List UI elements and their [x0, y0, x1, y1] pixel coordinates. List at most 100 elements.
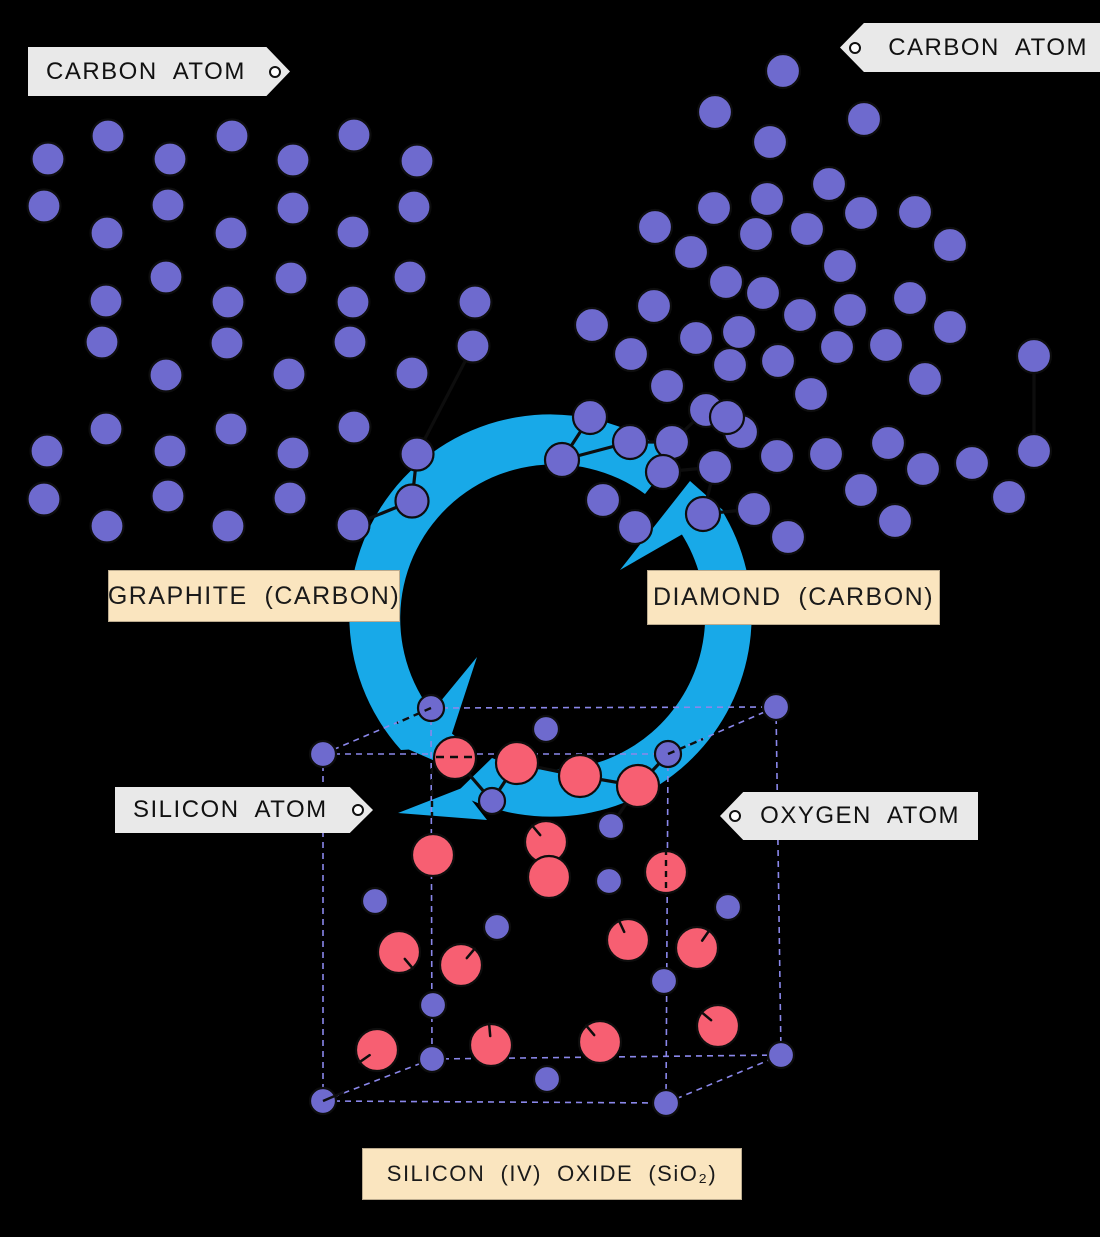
- carbon-atom: [842, 471, 880, 509]
- carbon-atom: [210, 284, 246, 320]
- carbon-atom: [896, 193, 934, 231]
- carbon-atom: [29, 433, 65, 469]
- oxygen-atom: [482, 912, 512, 942]
- unit-cell-edge: [322, 1058, 433, 1102]
- unit-cell-edge: [775, 706, 782, 1056]
- carbon-atom: [152, 433, 188, 469]
- carbon-atom: [635, 287, 673, 325]
- oxygen-atom: [417, 1044, 447, 1074]
- bond-stub: [530, 824, 542, 837]
- carbon-atom: [711, 346, 749, 384]
- carbon-atom: [394, 483, 430, 519]
- cycle-arrow-arc: [349, 414, 674, 750]
- carbon-atom: [735, 490, 773, 528]
- carbon-atom: [209, 325, 245, 361]
- carbon-atom: [696, 448, 734, 486]
- carbon-atom: [831, 291, 869, 329]
- carbon-atom: [696, 93, 734, 131]
- carbon-atom: [821, 247, 859, 285]
- carbon-atom: [751, 123, 789, 161]
- carbon-atom: [392, 259, 428, 295]
- carbon-atom: [842, 194, 880, 232]
- carbon-atom: [931, 226, 969, 264]
- carbon-atom: [332, 324, 368, 360]
- carbon-atom: [26, 481, 62, 517]
- carbon-atom-tag-left: CARBON ATOM: [28, 47, 290, 96]
- carbon-atom: [275, 190, 311, 226]
- edge-overlays: [322, 706, 713, 1103]
- carbon-atom: [708, 398, 746, 436]
- carbon-atom: [336, 117, 372, 153]
- covalent-bond: [415, 344, 475, 456]
- carbon-atom: [394, 355, 430, 391]
- oxygen-atom: [532, 1064, 562, 1094]
- silicon-atom: [468, 1022, 514, 1068]
- silicon-atom: [410, 832, 456, 878]
- atoms: [26, 52, 1053, 1118]
- cycle-arrowhead-icon: [398, 788, 487, 820]
- silicon-atom: [526, 854, 572, 900]
- oxygen-atom: [713, 892, 743, 922]
- carbon-atom: [335, 507, 371, 543]
- carbon-atom: [636, 208, 674, 246]
- carbon-atom: [612, 335, 650, 373]
- tag-hole-icon: [729, 810, 741, 822]
- carbon-atom: [707, 263, 745, 301]
- carbon-atom: [758, 437, 796, 475]
- carbon-atom: [672, 233, 710, 271]
- carbon-atom: [759, 342, 797, 380]
- carbon-atom: [684, 495, 722, 533]
- carbon-atom: [1015, 432, 1053, 470]
- silicon-atom: [577, 1019, 623, 1065]
- oxygen-atom: [766, 1040, 796, 1070]
- carbon-atom: [845, 100, 883, 138]
- carbon-atom: [335, 214, 371, 250]
- carbon-atom: [214, 118, 250, 154]
- carbon-atom: [275, 142, 311, 178]
- silicon-oxide-label: SILICON (IV) OXIDE (SiO₂): [362, 1148, 742, 1200]
- carbon-atom: [399, 436, 435, 472]
- carbon-atom: [213, 411, 249, 447]
- tag-hole-icon: [352, 804, 364, 816]
- silicon-atom: [615, 763, 661, 809]
- carbon-atom: [543, 441, 581, 479]
- carbon-atom: [644, 453, 682, 491]
- silicon-atom: [557, 753, 603, 799]
- carbon-atom: [210, 508, 246, 544]
- oxygen-atom: [761, 692, 791, 722]
- silicon-atom-tag-text: SILICON ATOM: [133, 796, 328, 823]
- carbon-atom: [869, 424, 907, 462]
- carbon-atom: [653, 423, 691, 461]
- carbon-atom: [737, 215, 775, 253]
- cycle-arrow-arc: [456, 509, 752, 817]
- unit-cell-edge: [430, 707, 433, 1060]
- unit-cell-edge-overlay: [396, 706, 432, 725]
- carbon-atom: [807, 435, 845, 473]
- carbon-atom: [271, 356, 307, 392]
- carbon-atom-tag-right-text: CARBON ATOM: [888, 33, 1088, 61]
- carbon-atom: [818, 328, 856, 366]
- carbon-atom: [616, 508, 654, 546]
- oxygen-atom: [596, 811, 626, 841]
- bond-stub: [700, 1010, 713, 1022]
- carbon-atom: [781, 296, 819, 334]
- carbon-atom: [272, 480, 308, 516]
- unit-cell-edge: [665, 1054, 782, 1104]
- carbon-atom: [152, 141, 188, 177]
- unit-cell-edge: [665, 753, 669, 1104]
- carbon-atom: [88, 283, 124, 319]
- unit-cell-edge-overlay: [322, 1090, 345, 1103]
- carbon-atom: [788, 210, 826, 248]
- carbon-atom: [399, 143, 435, 179]
- tag-hole-icon: [269, 65, 281, 78]
- carbon-atom: [148, 357, 184, 393]
- silicon-atom: [695, 1003, 741, 1049]
- oxygen-atom-tag-text: OXYGEN ATOM: [760, 802, 960, 829]
- diamond-label: DIAMOND (CARBON): [647, 570, 940, 625]
- carbon-atom: [335, 284, 371, 320]
- carbon-atom: [30, 141, 66, 177]
- carbon-atom: [744, 274, 782, 312]
- bond-stub: [617, 919, 626, 934]
- oxygen-atom: [651, 1088, 681, 1118]
